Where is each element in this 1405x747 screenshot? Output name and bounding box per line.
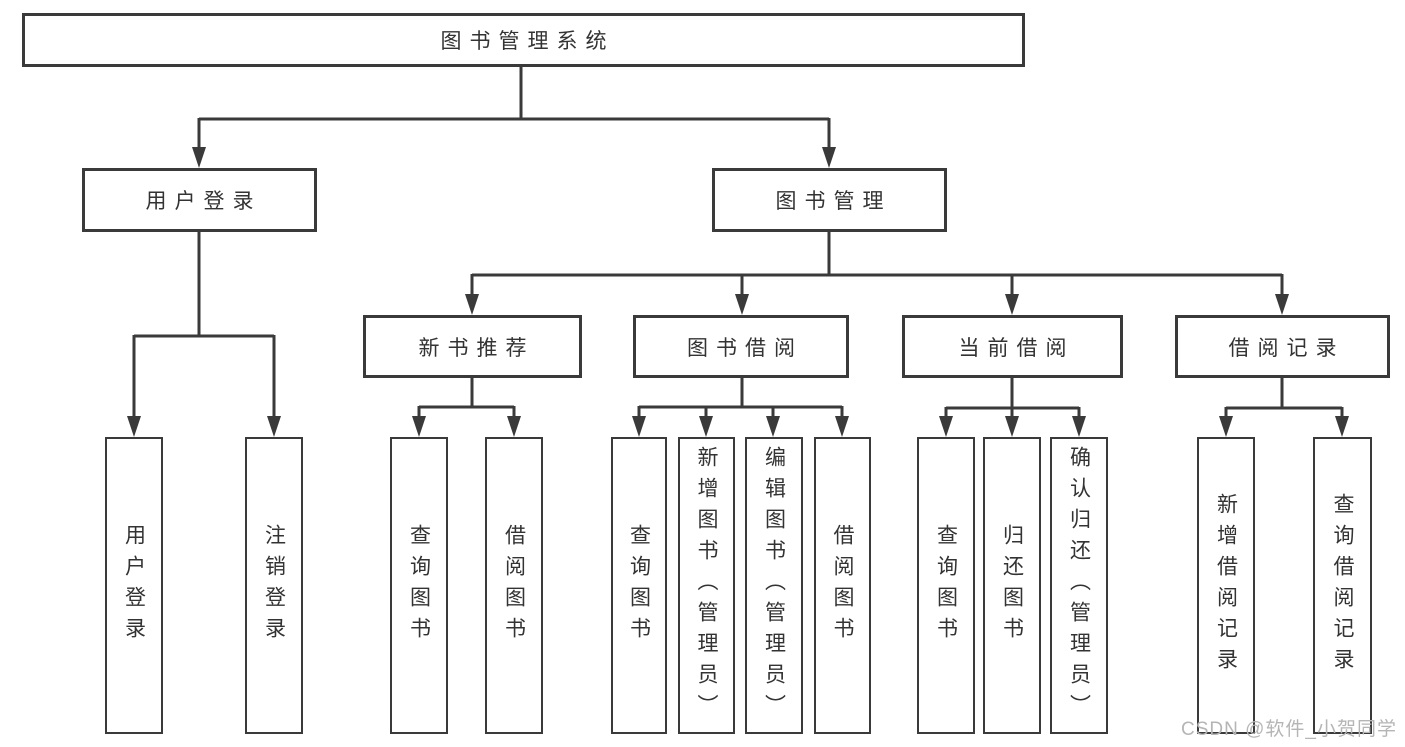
- node-book-borrowing-label: 图书借阅: [687, 336, 803, 360]
- arrowhead-bb-edit: [766, 416, 780, 437]
- leaf-br-add-record: 新增借阅记录: [1197, 437, 1255, 734]
- node-borrowing-records: 借阅记录: [1175, 315, 1390, 378]
- leaf-nb-query-books: 查询图书: [390, 437, 448, 734]
- leaf-cb-confirm-return-admin-label: 确认归还（管理员）: [1067, 446, 1091, 725]
- leaf-logout: 注销登录: [245, 437, 303, 734]
- connector-new-books-children: [412, 378, 521, 437]
- arrowhead-current-borrowing: [1005, 294, 1019, 315]
- leaf-cb-return-books-label: 归还图书: [1000, 523, 1024, 648]
- node-user-login: 用户登录: [82, 168, 317, 232]
- leaf-bb-query-books-label: 查询图书: [627, 523, 651, 648]
- leaf-user-login: 用户登录: [105, 437, 163, 734]
- arrowhead-br-add: [1219, 416, 1233, 437]
- arrowhead-user-login: [192, 147, 206, 168]
- connector-user-login-children: [127, 232, 281, 437]
- connector-borrowing-records-children: [1219, 378, 1349, 437]
- leaf-br-add-record-label: 新增借阅记录: [1214, 492, 1238, 679]
- arrowhead-new-books: [465, 294, 479, 315]
- node-user-login-label: 用户登录: [145, 190, 262, 213]
- node-current-borrowing: 当前借阅: [902, 315, 1123, 378]
- node-borrowing-records-label: 借阅记录: [1228, 336, 1345, 360]
- leaf-bb-add-book-admin: 新增图书（管理员）: [678, 437, 735, 734]
- node-book-management: 图书管理: [712, 168, 947, 232]
- leaf-cb-confirm-return-admin: 确认归还（管理员）: [1050, 437, 1108, 734]
- connector-book-management-children: [465, 232, 1289, 315]
- arrowhead-nb-borrow: [507, 416, 521, 437]
- arrowhead-borrowing-records: [1275, 294, 1289, 315]
- node-book-borrowing: 图书借阅: [633, 315, 849, 378]
- arrowhead-cb-return: [1005, 416, 1019, 437]
- leaf-br-query-record: 查询借阅记录: [1313, 437, 1372, 734]
- leaf-bb-edit-book-admin-label: 编辑图书（管理员）: [762, 446, 786, 725]
- node-book-management-label: 图书管理: [775, 190, 892, 213]
- connector-book-borrowing-children: [632, 378, 849, 437]
- leaf-bb-borrow-books-label: 借阅图书: [831, 523, 854, 648]
- connector-root-to-level2: [192, 67, 836, 168]
- arrowhead-bb-borrow: [835, 416, 849, 437]
- connector-current-borrowing-children: [939, 378, 1086, 437]
- leaf-user-login-label: 用户登录: [122, 523, 146, 648]
- leaf-logout-label: 注销登录: [262, 523, 286, 648]
- leaf-cb-return-books: 归还图书: [983, 437, 1041, 734]
- arrowhead-book-borrowing: [735, 294, 749, 315]
- leaf-br-query-record-label: 查询借阅记录: [1331, 492, 1354, 679]
- arrowhead-bb-query: [632, 416, 646, 437]
- leaf-bb-edit-book-admin: 编辑图书（管理员）: [745, 437, 803, 734]
- node-library-system: 图书管理系统: [22, 13, 1025, 67]
- leaf-cb-query-books: 查询图书: [917, 437, 975, 734]
- node-new-book-recommendation: 新书推荐: [363, 315, 582, 378]
- leaf-cb-query-books-label: 查询图书: [934, 523, 958, 648]
- watermark: CSDN @软件_小贺同学: [1181, 719, 1397, 740]
- leaf-nb-borrow-books: 借阅图书: [485, 437, 543, 734]
- arrowhead-leaf-login: [127, 416, 141, 437]
- arrowhead-bb-add: [699, 416, 713, 437]
- arrowhead-cb-confirm: [1072, 416, 1086, 437]
- arrowhead-br-query: [1335, 416, 1349, 437]
- node-current-borrowing-label: 当前借阅: [958, 336, 1075, 360]
- arrowhead-cb-query: [939, 416, 953, 437]
- arrowhead-book-management: [822, 147, 836, 168]
- node-library-system-label: 图书管理系统: [440, 30, 615, 53]
- leaf-bb-borrow-books: 借阅图书: [814, 437, 871, 734]
- arrowhead-nb-query: [412, 416, 426, 437]
- leaf-bb-add-book-admin-label: 新增图书（管理员）: [695, 446, 718, 725]
- arrowhead-leaf-logout: [267, 416, 281, 437]
- leaf-nb-borrow-books-label: 借阅图书: [502, 523, 526, 648]
- leaf-bb-query-books: 查询图书: [611, 437, 667, 734]
- leaf-nb-query-books-label: 查询图书: [407, 523, 431, 648]
- node-new-book-recommendation-label: 新书推荐: [418, 336, 535, 360]
